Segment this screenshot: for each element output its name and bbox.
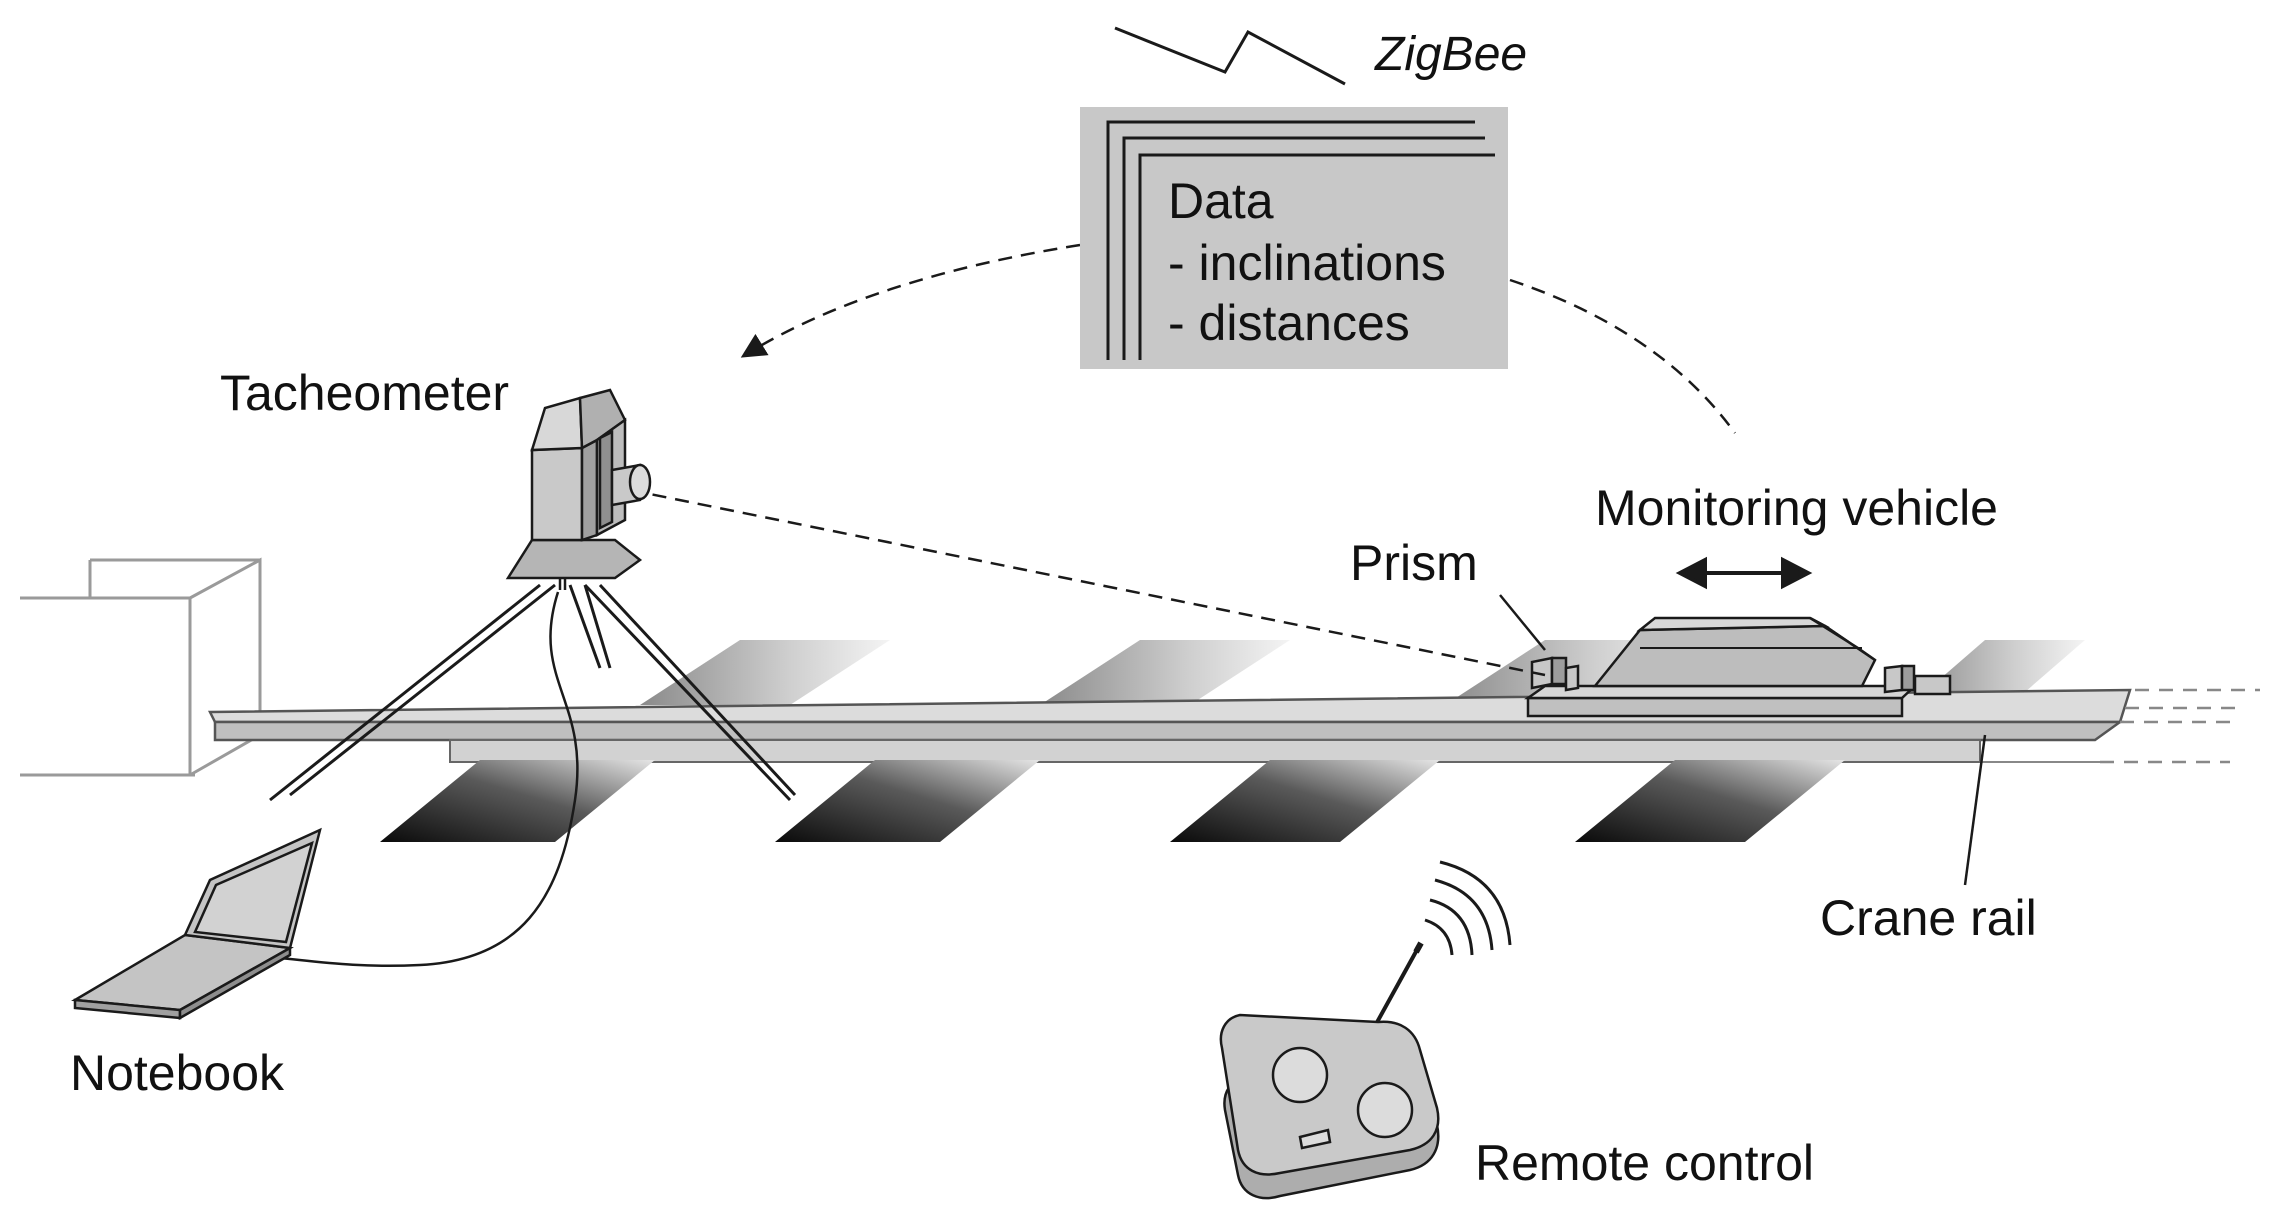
sleeper-back-4 xyxy=(1910,640,2085,705)
monitoring-vehicle-label: Monitoring vehicle xyxy=(1595,480,1998,536)
crane-rail-label: Crane rail xyxy=(1820,890,2037,946)
zigbee-signal-icon xyxy=(1114,26,1346,86)
tacheometer-cable xyxy=(279,591,579,968)
monitoring-vehicle xyxy=(1524,616,1952,718)
data-arc-right xyxy=(1509,278,1737,434)
tripod xyxy=(269,583,797,802)
movement-arrow-icon xyxy=(1675,556,1813,590)
sleeper-back-2 xyxy=(1040,640,1290,705)
notebook-laptop xyxy=(71,827,322,1021)
remote-control xyxy=(1219,941,1440,1200)
sleeper-front-2 xyxy=(775,760,1040,842)
tacheometer-instrument xyxy=(505,388,652,590)
prism-right xyxy=(1883,664,1952,696)
sleeper-back-1 xyxy=(640,640,890,705)
sightline xyxy=(629,488,1546,677)
crane-rail-pointer-line xyxy=(1963,734,1987,886)
prism-left xyxy=(1530,656,1580,692)
radio-waves-icon xyxy=(1424,860,1512,956)
data-arc-left xyxy=(740,243,1081,358)
data-box xyxy=(1080,107,1508,369)
notebook-label: Notebook xyxy=(70,1045,285,1101)
remote-control-label: Remote control xyxy=(1475,1135,1814,1191)
data-box-inclinations: - inclinations xyxy=(1168,235,1446,291)
zigbee-label: ZigBee xyxy=(1374,28,1527,81)
tacheometer-label: Tacheometer xyxy=(220,365,509,421)
prism-label: Prism xyxy=(1350,535,1478,591)
building-block xyxy=(20,557,262,777)
sleepers-front xyxy=(380,760,1845,842)
prism-pointer-line xyxy=(1499,594,1546,651)
data-box-distances: - distances xyxy=(1168,295,1410,351)
data-box-title: Data xyxy=(1168,173,1274,229)
sleeper-front-1 xyxy=(380,760,655,842)
sleeper-front-3 xyxy=(1170,760,1440,842)
sleeper-front-4 xyxy=(1575,760,1845,842)
